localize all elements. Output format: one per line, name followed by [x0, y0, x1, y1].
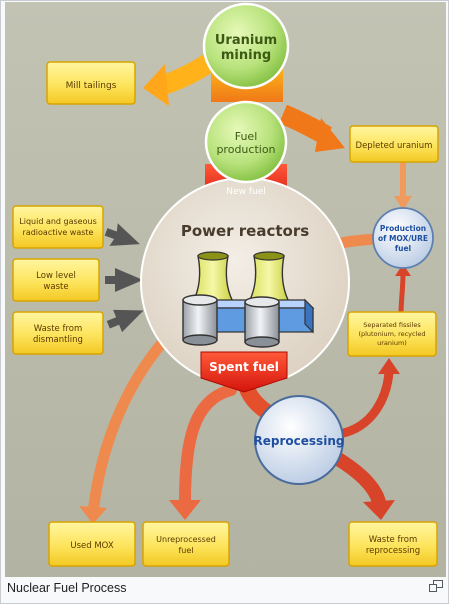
liquid-gaseous-waste-line2: radioactive waste: [23, 228, 94, 237]
arrowhead-depleted: [315, 118, 345, 152]
waste-drum-icon: [182, 294, 280, 348]
arrow-reprocessing-to-separated: [334, 367, 394, 439]
unreprocessed-fuel-line2: fuel: [178, 546, 193, 555]
uranium-mining-label-line1: Uranium: [215, 33, 277, 48]
arrowhead-mill-tailings: [143, 64, 169, 106]
spent-fuel-banner: [200, 351, 288, 393]
nuclear-fuel-diagram: Power reactors Spent fuel Uranium mining…: [5, 2, 446, 577]
uranium-mining-circle: [202, 2, 290, 90]
new-fuel-label: New fuel: [226, 187, 265, 197]
fuel-production-label-line1: Fuel: [235, 130, 258, 143]
reprocessing-circle: [254, 395, 344, 485]
low-level-waste-line1: Low level: [36, 271, 76, 281]
arrowhead-separated: [378, 358, 400, 374]
reprocessing-label: Reprocessing: [254, 434, 345, 448]
figure-caption: Nuclear Fuel Process: [7, 581, 127, 595]
unreprocessed-fuel-line1: Unreprocessed: [156, 535, 216, 544]
magnify-icon[interactable]: [429, 580, 443, 592]
used-mox-label: Used MOX: [70, 541, 113, 551]
low-level-waste-line2: waste: [43, 282, 68, 292]
waste-reprocessing-box: Waste from reprocessing: [348, 521, 438, 567]
production-mox-ure-line1: Production: [380, 224, 426, 233]
depleted-uranium-box: Depleted uranium: [349, 125, 439, 163]
production-mox-ure-circle: [372, 207, 434, 269]
waste-dismantling-line1: Waste from: [34, 324, 83, 334]
separated-fissiles-line1: Separated fissiles: [363, 321, 421, 329]
arrow-dismantling-waste: [106, 309, 144, 333]
mill-tailings-box: Mill tailings: [46, 61, 136, 105]
arrow-liquid-waste: [104, 223, 140, 246]
fuel-production-circle: [204, 100, 288, 184]
arrow-low-level-waste: [105, 268, 143, 292]
waste-dismantling-box: Waste from dismantling: [12, 311, 104, 355]
arrow-reprocessing-to-waste: [328, 450, 386, 509]
production-mox-ure-line3: fuel: [395, 244, 411, 253]
used-mox-box: Used MOX: [48, 521, 136, 567]
waste-reprocessing-line1: Waste from: [369, 535, 418, 545]
separated-fissiles-box: Separated fissiles (plutonium, recycled …: [347, 311, 437, 357]
spent-fuel-label: Spent fuel: [209, 360, 279, 374]
unreprocessed-fuel-box: Unreprocessed fuel: [142, 521, 230, 567]
arrowhead-mox-from-depleted: [394, 196, 412, 210]
waste-reprocessing-line2: reprocessing: [366, 546, 420, 556]
separated-fissiles-line3: uranium): [377, 339, 407, 347]
production-mox-ure-line2: of MOX/URE: [378, 234, 428, 243]
arrowhead-unreprocessed: [169, 500, 201, 520]
cooling-towers-icon: [191, 251, 315, 334]
separated-fissiles-line2: (plutonium, recycled: [358, 330, 425, 338]
fuel-production-label-line2: production: [216, 143, 275, 156]
liquid-gaseous-waste-line1: Liquid and gaseous: [19, 217, 96, 226]
arrow-separated-to-mox: [398, 273, 406, 315]
arrowhead-used-mox: [79, 506, 107, 524]
uranium-mining-label-line2: mining: [221, 48, 271, 63]
liquid-gaseous-waste-box: Liquid and gaseous radioactive waste: [12, 205, 104, 249]
arrowhead-mox-from-separated: [395, 264, 411, 276]
arrow-spent-to-unreprocessed: [179, 384, 237, 508]
power-reactors-label: Power reactors: [181, 222, 309, 240]
mill-tailings-label: Mill tailings: [66, 81, 117, 91]
waste-dismantling-line2: dismantling: [33, 335, 83, 345]
low-level-waste-box: Low level waste: [12, 258, 100, 302]
depleted-uranium-label: Depleted uranium: [356, 141, 433, 151]
arrowhead-waste-reprocessing: [363, 500, 395, 520]
